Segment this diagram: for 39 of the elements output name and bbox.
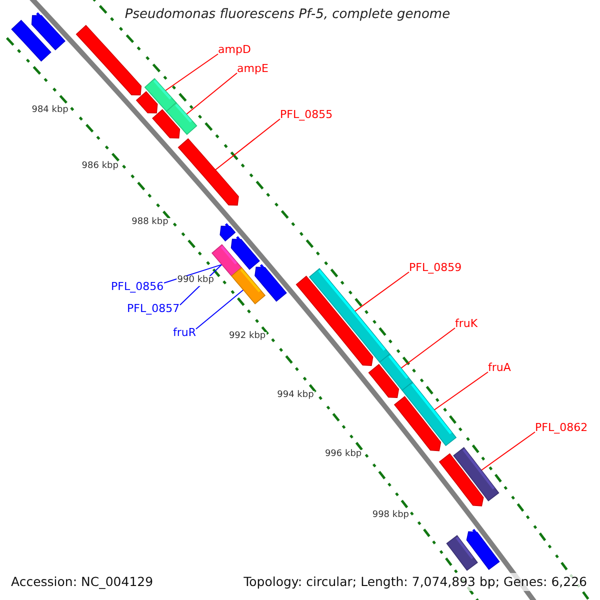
- leader-line: [196, 289, 244, 330]
- gene-label: fruA: [488, 362, 511, 374]
- position-label: 986 kbp: [80, 162, 120, 172]
- gene-block: [178, 138, 239, 206]
- leader-line: [434, 372, 488, 410]
- gene-block: [296, 276, 374, 366]
- gene-label: ampE: [237, 63, 268, 76]
- leader-line: [480, 432, 536, 471]
- gene-label: PFL_0856: [111, 281, 164, 294]
- gene-block: [76, 24, 142, 96]
- position-label: 996 kbp: [324, 450, 363, 460]
- chart-title: Pseudomonas fluorescens Pf-5, complete genome: [124, 8, 452, 22]
- gene-block: [394, 396, 442, 452]
- position-label: 990 kbp: [176, 276, 215, 286]
- gene-block: [368, 364, 400, 398]
- leader-line: [186, 72, 238, 115]
- position-label: 992 kbp: [228, 332, 267, 342]
- gene-label: fruK: [455, 318, 478, 330]
- gene-label: PFL_0862: [535, 422, 588, 434]
- gene-label: PFL_0857: [127, 303, 180, 316]
- leader-line: [354, 272, 410, 312]
- position-label: 998 kbp: [371, 510, 410, 521]
- gene-label: PFL_0859: [409, 262, 462, 274]
- gene-block: [136, 91, 158, 114]
- gene-label: PFL_0855: [280, 109, 333, 122]
- position-label: 984 kbp: [30, 106, 70, 116]
- gene-label: fruR: [173, 327, 196, 340]
- gene-block: [438, 453, 484, 506]
- leader-line: [400, 328, 456, 369]
- gene-block: [220, 223, 236, 242]
- leader-line: [164, 54, 218, 92]
- leader-line: [214, 118, 280, 170]
- gene-label: ampD: [218, 44, 251, 56]
- gene-block: [466, 528, 500, 570]
- position-label: 994 kbp: [276, 390, 315, 401]
- position-label: 988 kbp: [130, 218, 170, 228]
- gene-block: [31, 12, 66, 50]
- gene-block: [152, 109, 180, 138]
- gene-block: [230, 267, 266, 304]
